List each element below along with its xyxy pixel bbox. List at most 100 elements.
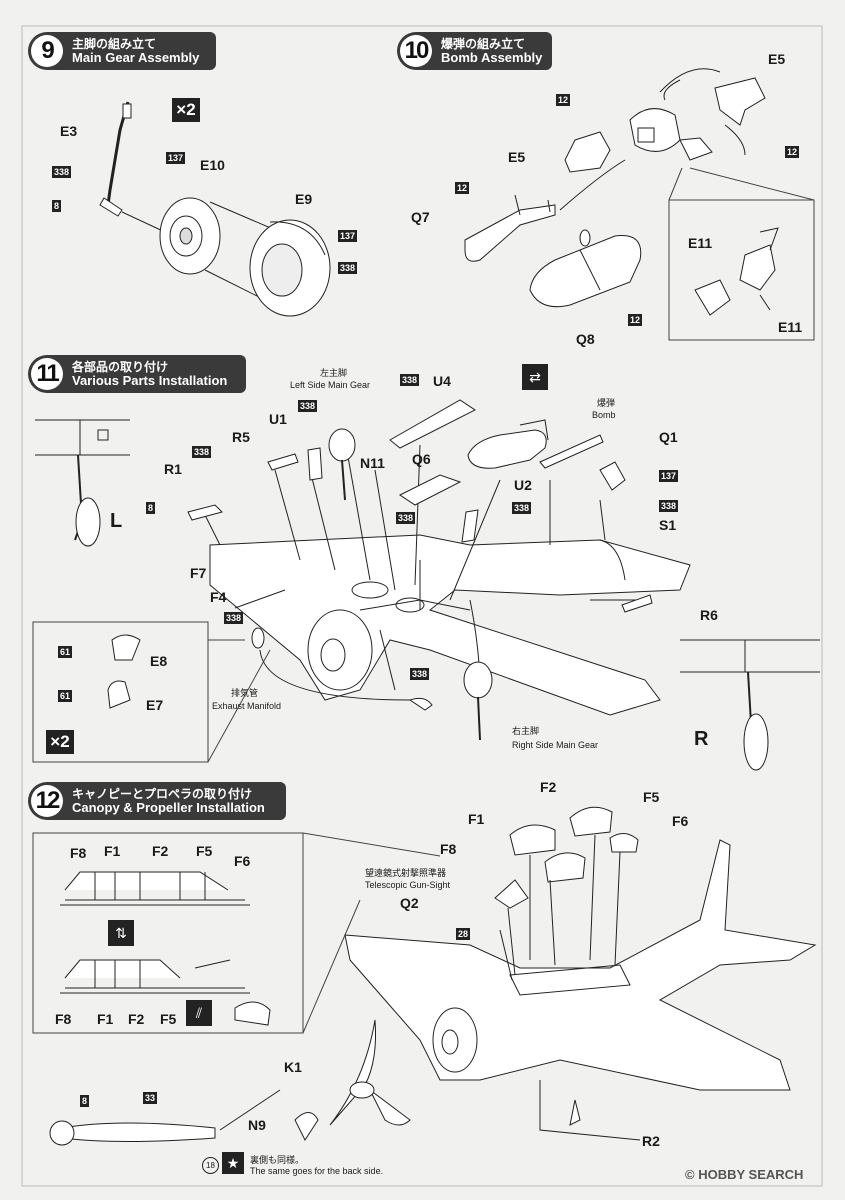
part-u2	[461, 509, 479, 543]
detail-label-f6: F6	[234, 853, 251, 869]
step-9-header: 9 主脚の組み立て Main Gear Assembly	[28, 32, 216, 70]
step-number: 11	[31, 358, 63, 390]
canopy-open-side-view	[60, 959, 250, 994]
part-label-f7: F7	[190, 565, 207, 581]
part-label-q6: Q6	[412, 451, 431, 467]
part-s1	[599, 461, 626, 491]
part-label-q2: Q2	[400, 895, 419, 911]
part-label-f1: F1	[468, 811, 485, 827]
canopy-sections	[494, 806, 639, 909]
detail-label-f2: F2	[152, 843, 169, 859]
propeller-blade-detail	[49, 1120, 216, 1146]
left-main-gear	[328, 428, 356, 462]
watermark-logo: © HOBBY SEARCH	[685, 1167, 803, 1182]
step11-guide-lines	[204, 439, 640, 701]
step-title-jp: 爆弾の組み立て	[441, 37, 526, 51]
color-code-338: 338	[410, 668, 430, 680]
exhaust-manifold	[408, 697, 433, 711]
exhaust-label-en: Exhaust Manifold	[212, 701, 282, 711]
step-title-en: Canopy & Propeller Installation	[72, 800, 265, 815]
reverse-arrows-icon: ⇅	[108, 920, 134, 946]
exhaust-label-jp: 排気管	[231, 688, 259, 698]
part-label-e11: E11	[778, 319, 803, 335]
step-11-header: 11 各部品の取り付け Various Parts Installation	[28, 355, 246, 393]
part-q1	[539, 434, 604, 469]
e11-detail-parts	[694, 227, 779, 316]
part-e7	[107, 680, 131, 709]
color-code-137: 137	[166, 152, 186, 164]
part-label-n11: N11	[360, 455, 385, 471]
gun-sight-label-jp: 望遠鏡式射撃照準器	[365, 868, 447, 878]
bomb-shackle-q7	[464, 194, 556, 262]
color-code-12: 12	[455, 182, 470, 194]
step-number: 12	[31, 785, 63, 817]
detail-label-f5: F5	[160, 1011, 177, 1027]
left-wing-inset	[35, 419, 130, 547]
detail-label-f5: F5	[196, 843, 213, 859]
main-gear-wheel-hub	[159, 197, 221, 275]
part-label-f6: F6	[672, 813, 689, 829]
detail-label-f1: F1	[97, 1011, 114, 1027]
left-gear-label-jp: 左主脚	[320, 368, 348, 378]
part-label-u4: U4	[433, 373, 451, 389]
step-title-en: Bomb Assembly	[441, 50, 543, 65]
step-number: 10	[400, 35, 432, 67]
part-q6	[399, 474, 462, 506]
main-gear-tire	[249, 219, 331, 317]
reverse-arrows-icon: ⇄	[522, 364, 548, 390]
color-code-8: 8	[80, 1095, 90, 1107]
color-code-137: 137	[659, 470, 679, 482]
color-code-338: 338	[659, 500, 679, 512]
part-label-r6: R6	[700, 607, 718, 623]
canopy-piece-inset	[234, 1001, 271, 1026]
color-code-8: 8	[146, 502, 156, 514]
part-r1	[187, 504, 223, 521]
part-label-e7: E7	[146, 697, 164, 713]
color-code-338: 338	[338, 262, 358, 274]
detail-label-f2: F2	[128, 1011, 145, 1027]
color-code-338: 338	[396, 512, 416, 524]
color-code-61: 61	[58, 646, 73, 658]
color-code-28: 28	[456, 928, 471, 940]
part-label-e5: E5	[768, 51, 786, 67]
part-label-q7: Q7	[411, 209, 430, 225]
gun-sight-label-en: Telescopic Gun-Sight	[365, 880, 451, 890]
canopy-closed-side-view	[60, 871, 250, 906]
bomb-label-jp: 爆弾	[597, 398, 616, 408]
part-label-e10: E10	[200, 157, 225, 173]
right-gear-label-en: Right Side Main Gear	[512, 740, 599, 750]
footnote-jp: 裏側も同様。	[250, 1155, 305, 1165]
canopy-detail-box	[32, 832, 304, 1034]
watermark-brand: HOBBY SEARCH	[698, 1167, 804, 1182]
part-u1	[307, 447, 323, 481]
part-label-e11: E11	[688, 235, 713, 251]
part-label-f2: F2	[540, 779, 557, 795]
part-label-e9: E9	[295, 191, 313, 207]
step-number: 9	[31, 35, 63, 67]
color-code-137: 137	[338, 230, 358, 242]
left-side-marker: L	[110, 510, 123, 532]
color-code-338: 338	[400, 374, 420, 386]
gear-guide-line	[121, 211, 166, 233]
r2-guide-line	[539, 1080, 641, 1141]
step-10-header: 10 爆弾の組み立て Bomb Assembly	[397, 32, 552, 70]
color-code-12: 12	[556, 94, 571, 106]
detail-label-f8: F8	[55, 1011, 72, 1027]
bomb-tail-fin-parts	[559, 68, 766, 211]
right-main-gear	[463, 661, 493, 699]
propeller-k1	[329, 1019, 411, 1126]
part-label-u1: U1	[269, 411, 287, 427]
page-frame	[21, 25, 823, 1187]
color-code-12: 12	[785, 146, 800, 158]
star-icon: ★	[222, 1152, 244, 1174]
step-title-en: Main Gear Assembly	[72, 50, 200, 65]
bomb-on-rack	[467, 419, 549, 469]
detail-label-f8: F8	[70, 845, 87, 861]
part-label-r2: R2	[642, 1133, 660, 1149]
part-label-u2: U2	[514, 477, 532, 493]
part-label-f4: F4	[210, 589, 227, 605]
aircraft-underside	[209, 534, 691, 716]
color-code-61: 61	[58, 690, 73, 702]
right-wing-inset	[680, 639, 820, 771]
part-label-s1: S1	[659, 517, 677, 533]
